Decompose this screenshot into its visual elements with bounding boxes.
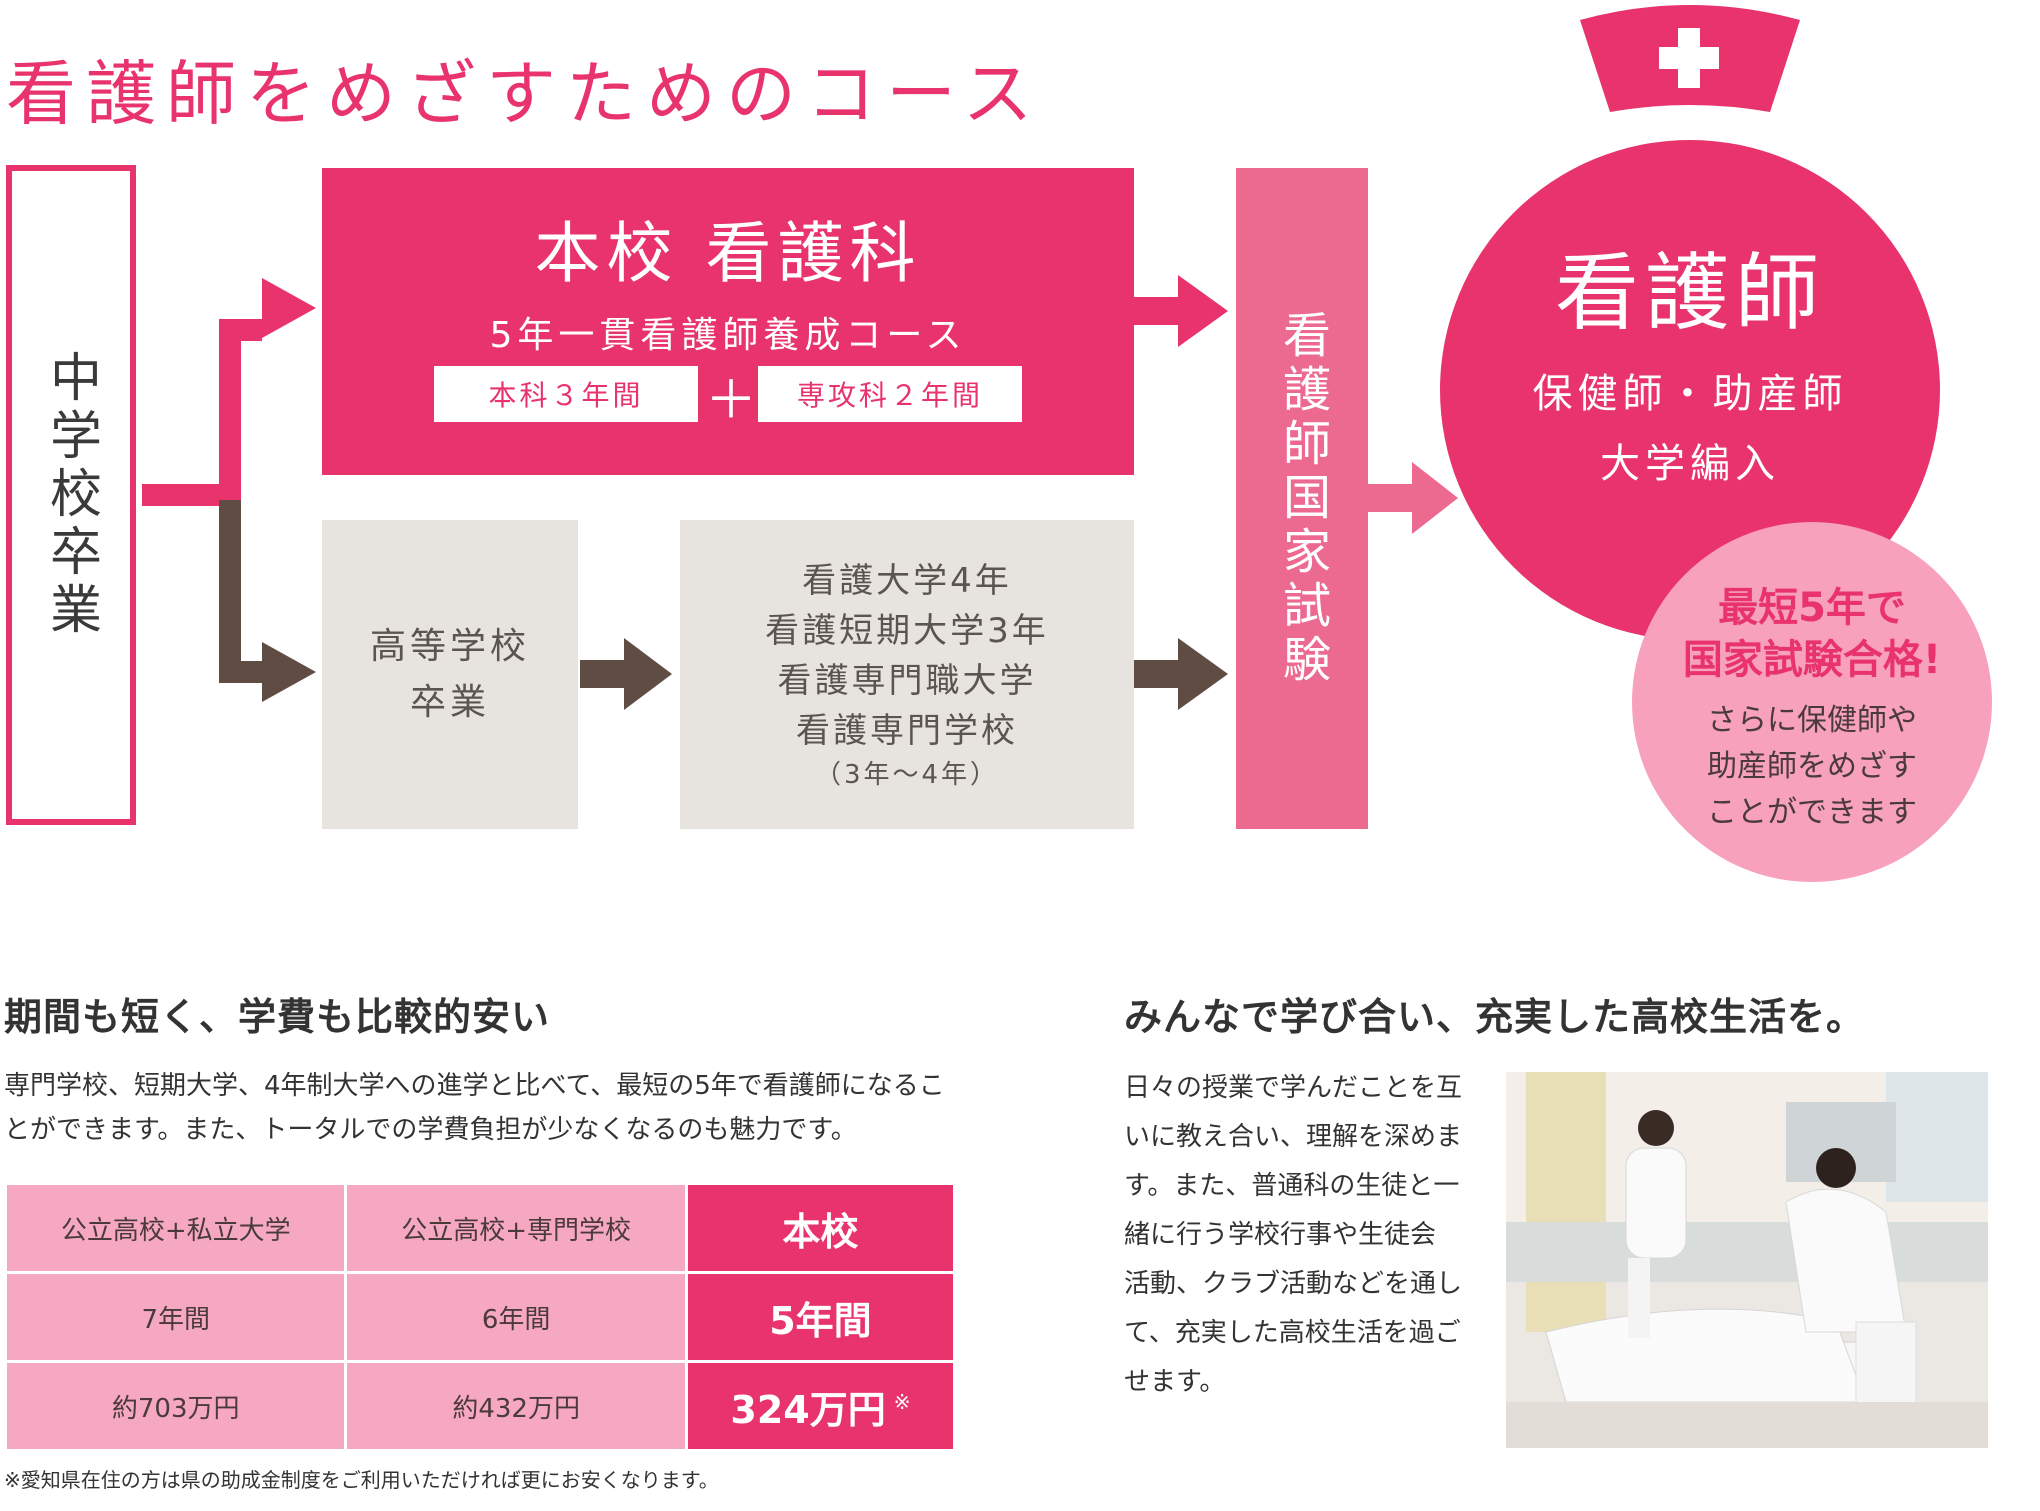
years-our-school: 5年間: [687, 1274, 953, 1360]
brown-connector-line: [219, 500, 262, 683]
junior-high-graduation-box: 中学校卒業: [6, 165, 136, 825]
highschool-box: 高等学校 卒業: [322, 520, 578, 829]
arrow-to-main-course: [262, 278, 316, 338]
bubble-line1: さらに保健師や: [1707, 703, 1917, 738]
arrow-to-highschool: [262, 642, 316, 702]
section1-heading: 期間も短く、学費も比較的安い: [4, 995, 551, 1039]
table-row: 公立高校+私立大学 公立高校+専門学校 本校: [7, 1185, 953, 1271]
nursing-schools-box: 看護大学4年 看護短期大学3年 看護専門職大学 看護専門学校 （3年～4年）: [680, 520, 1134, 829]
table-row: 7年間 6年間 5年間: [7, 1274, 953, 1360]
main-course-box: 本校 看護科 5年一貫看護師養成コース 本科３年間 ＋ 専攻科２年間: [322, 168, 1134, 475]
main-course-subtitle: 5年一貫看護師養成コース: [489, 315, 967, 356]
section1-body-line1: 専門学校、短期大学、4年制大学への進学と比べて、最短の5年で看護師になるこ: [4, 1071, 945, 1101]
bubble-headline1: 最短5年で: [1718, 585, 1906, 631]
national-exam-box: 看護師国家試験: [1236, 168, 1368, 829]
arrow-exam-to-goal: [1412, 462, 1458, 534]
cost-our-school-cell: 324万円 ※: [687, 1363, 953, 1449]
section1-body-line2: とができます。また、トータルでの学費負担が少なくなるのも魅力です。: [4, 1115, 857, 1145]
cost-note-mark: ※: [893, 1389, 911, 1414]
header-our-school: 本校: [687, 1185, 953, 1271]
national-exam-label: 看護師国家試験: [1274, 309, 1330, 688]
school-line1: 看護大学4年: [802, 560, 1012, 601]
footnote: ※愛知県在住の方は県の助成金制度をご利用いただければ更にお安くなります。: [4, 1468, 719, 1492]
section2-line6: て、充実した高校生活を過ご: [1124, 1318, 1461, 1348]
section1-body: 専門学校、短期大学、4年制大学への進学と比べて、最短の5年で看護師になるこ とが…: [4, 1064, 984, 1152]
section2-line3: す。また、普通科の生徒と一: [1124, 1171, 1460, 1201]
bubble-headline2: 国家試験合格!: [1682, 637, 1942, 683]
main-course-name: 本校 看護科: [534, 215, 922, 292]
years-public-private: 7年間: [7, 1274, 345, 1360]
bubble-line2: 助産師をめざす: [1707, 749, 1917, 784]
section2-line4: 緒に行う学校行事や生徒会: [1124, 1220, 1437, 1250]
cost-public-private: 約703万円: [7, 1363, 345, 1449]
nursing-students-photo: [1506, 1072, 1988, 1448]
pink-connector-line: [142, 319, 262, 506]
section2-line7: せます。: [1124, 1367, 1226, 1397]
junior-high-label: 中学校卒業: [40, 350, 101, 640]
section2-line2: いに教え合い、理解を深めま: [1124, 1122, 1463, 1152]
school-line3: 看護専門職大学: [777, 660, 1037, 701]
goal-sub2: 大学編入: [1600, 441, 1780, 487]
plus-sign: ＋: [705, 371, 758, 431]
bubble-line3: ことができます: [1707, 795, 1917, 830]
arrow-schools-to-exam: [1178, 638, 1228, 710]
years-public-vocational: 6年間: [347, 1274, 685, 1360]
highschool-line2: 卒業: [409, 681, 490, 723]
cost-comparison-table: 公立高校+私立大学 公立高校+専門学校 本校 7年間 6年間 5年間 約703万…: [4, 1182, 956, 1452]
highlight-bubble: 最短5年で 国家試験合格! さらに保健師や 助産師をめざす ことができます: [1632, 522, 1992, 882]
goal-sub1: 保健師・助産師: [1532, 371, 1848, 417]
school-duration: （3年～4年）: [814, 759, 1000, 790]
main-course-part1: 本科３年間: [434, 366, 698, 422]
school-line4: 看護専門学校: [796, 710, 1018, 751]
main-course-part2: 専攻科２年間: [758, 366, 1022, 422]
goal-title: 看護師: [1554, 244, 1825, 342]
school-line2: 看護短期大学3年: [765, 610, 1049, 651]
header-public-private: 公立高校+私立大学: [7, 1185, 345, 1271]
highschool-line1: 高等学校: [369, 625, 530, 667]
cost-our-school: 324万円: [730, 1387, 886, 1432]
section2-heading: みんなで学び合い、充実した高校生活を。: [1124, 995, 1866, 1039]
section2-body: 日々の授業で学んだことを互 いに教え合い、理解を深めま す。また、普通科の生徒と…: [1124, 1064, 1494, 1407]
arrow-hs-to-schools: [624, 638, 672, 710]
section2-line1: 日々の授業で学んだことを互: [1124, 1073, 1463, 1103]
header-public-vocational: 公立高校+専門学校: [347, 1185, 685, 1271]
page-title: 看護師をめざすためのコース: [6, 53, 1043, 135]
table-row: 約703万円 約432万円 324万円 ※: [7, 1363, 953, 1449]
section2-line5: 活動、クラブ活動などを通し: [1124, 1269, 1463, 1299]
arrow-main-to-exam: [1178, 275, 1228, 347]
cost-public-vocational: 約432万円: [347, 1363, 685, 1449]
